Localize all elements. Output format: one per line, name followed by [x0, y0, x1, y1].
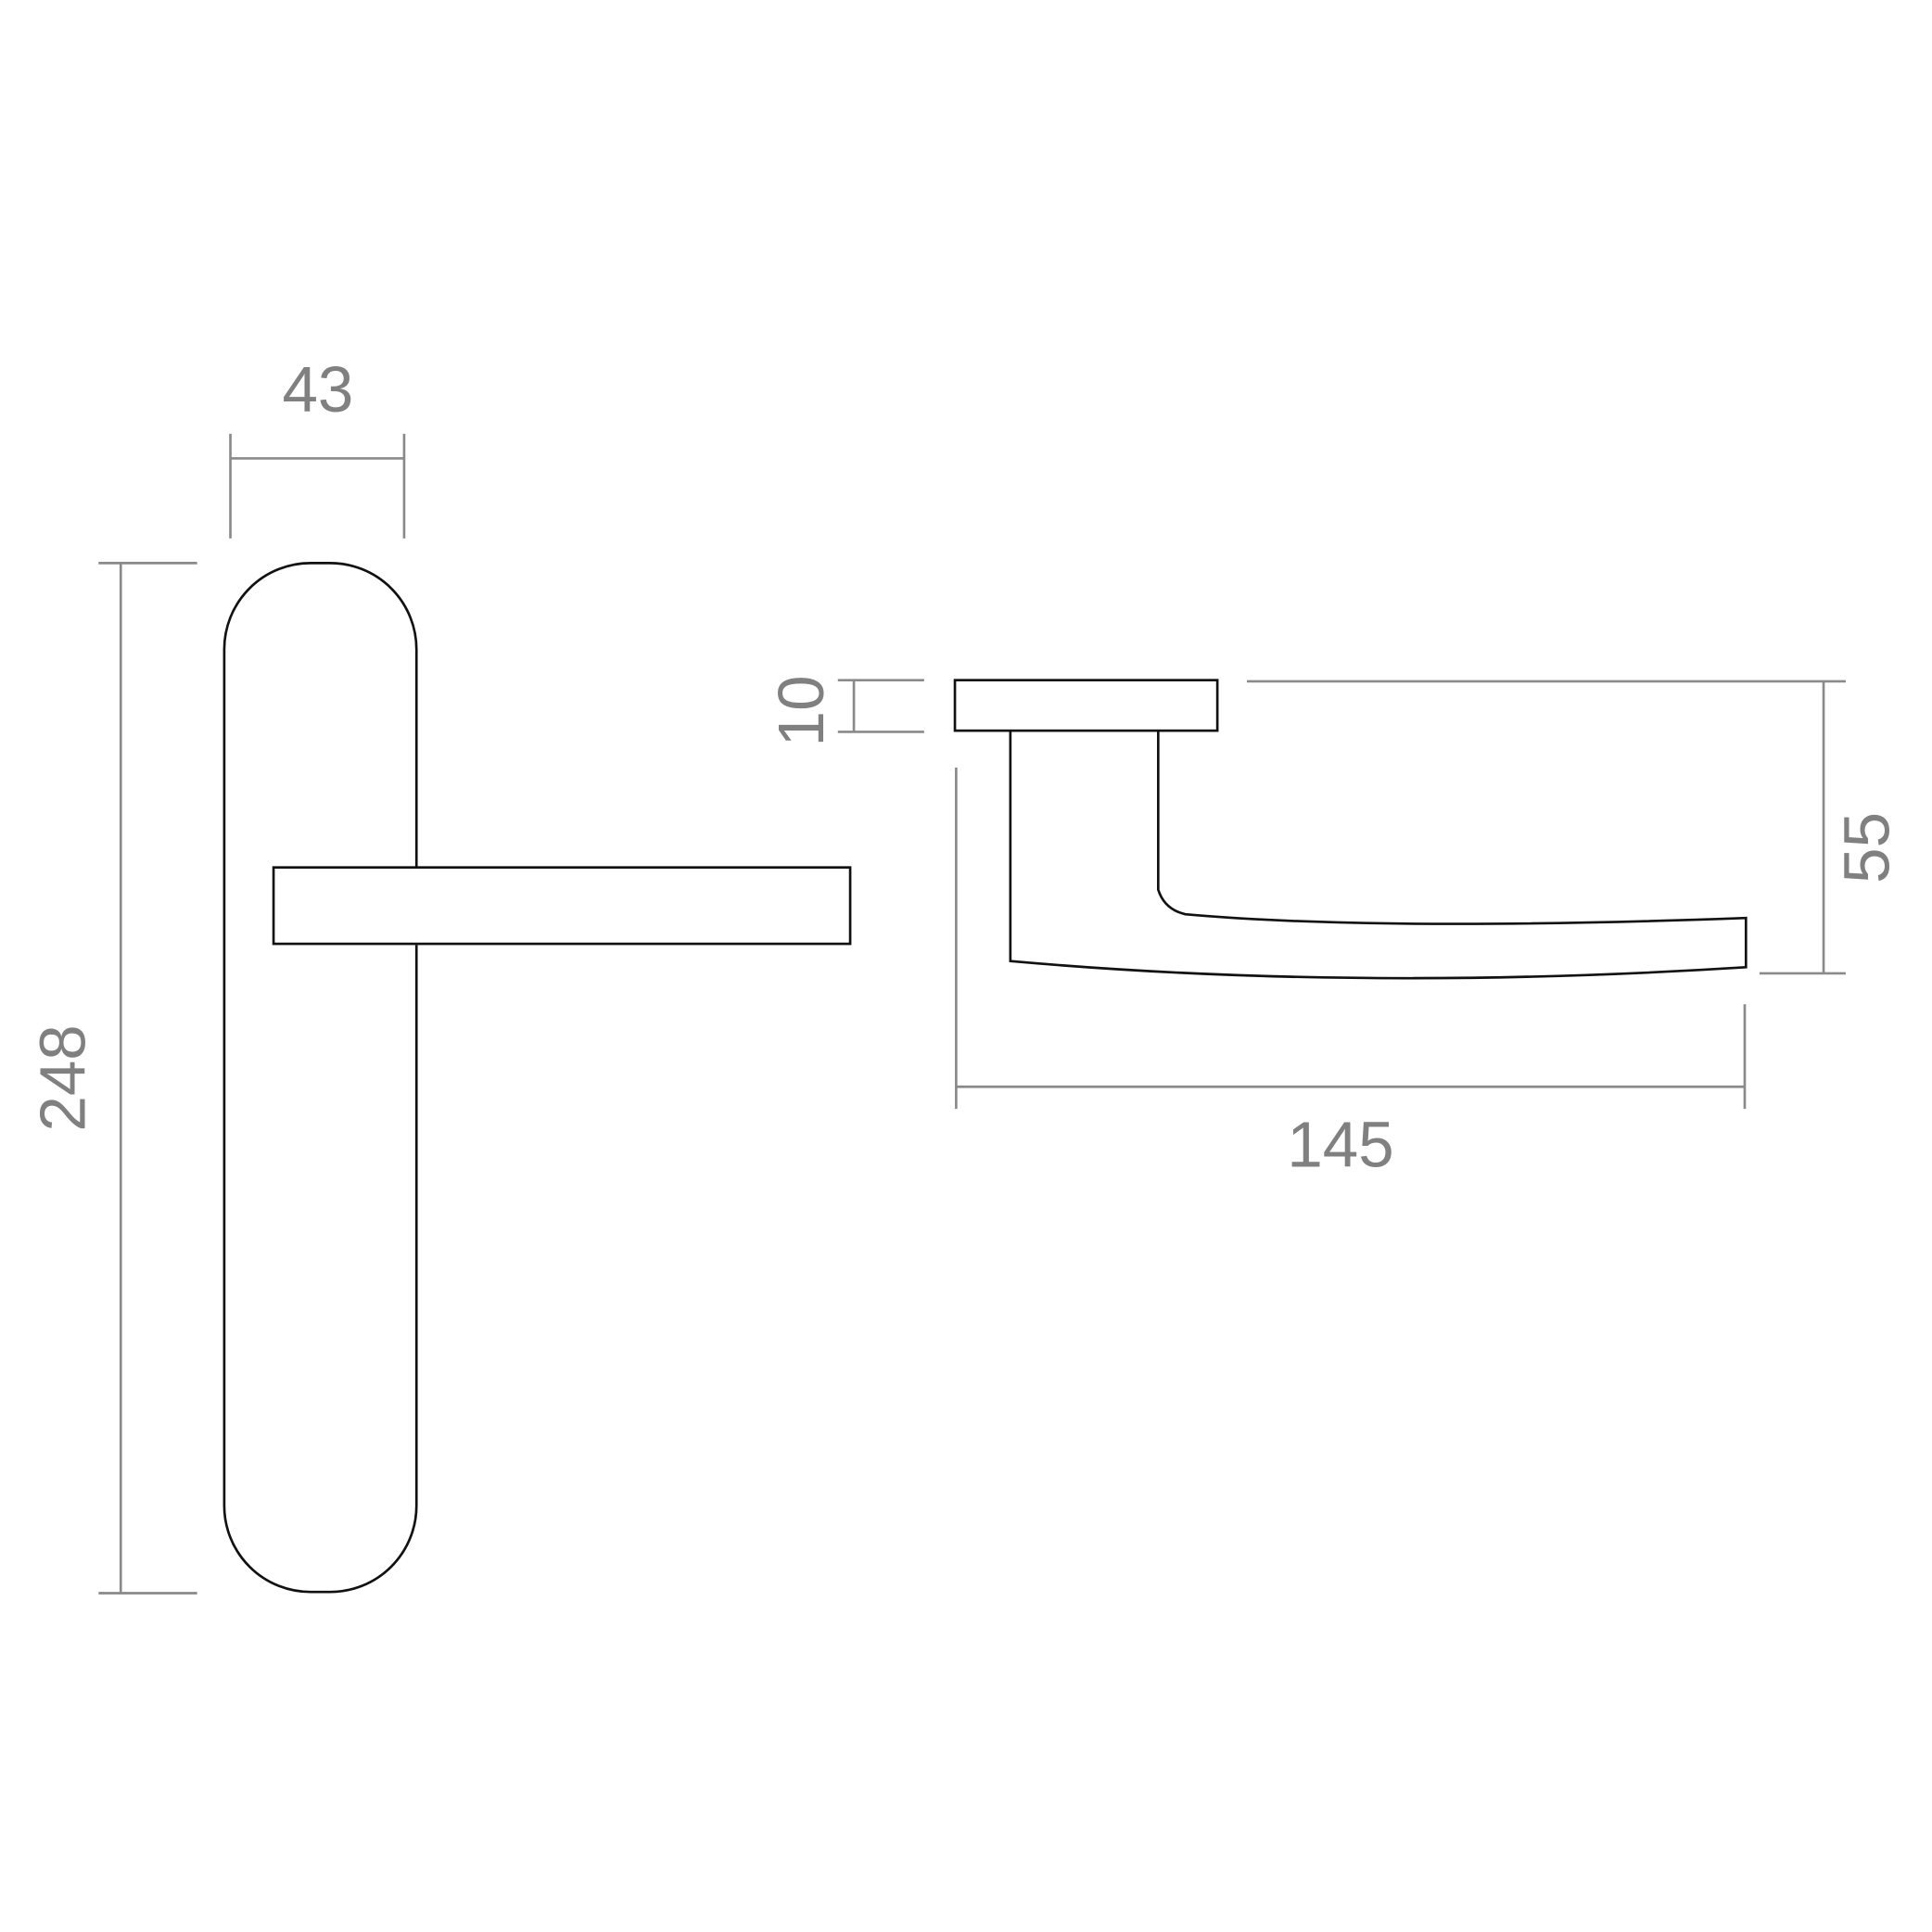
lever-front — [272, 866, 852, 946]
dimension-label-248: 248 — [27, 1024, 99, 1131]
dimension-lever-height: 55 — [1247, 680, 1902, 975]
dimension-rose-thickness: 10 — [765, 675, 924, 746]
lever-side-outline — [1009, 731, 1748, 980]
dimension-backplate-height: 248 — [27, 562, 197, 1595]
front-view — [222, 562, 852, 1594]
dimension-label-10: 10 — [765, 675, 837, 746]
rose-side — [953, 679, 1219, 732]
dimension-label-43: 43 — [282, 353, 353, 426]
dimension-backplate-width: 43 — [229, 353, 406, 539]
dimension-label-145: 145 — [1287, 1109, 1393, 1181]
backplate-outline — [222, 562, 418, 1594]
dimension-lever-length: 145 — [955, 768, 1747, 1181]
dimension-label-55: 55 — [1830, 812, 1902, 883]
side-view — [953, 679, 1748, 980]
